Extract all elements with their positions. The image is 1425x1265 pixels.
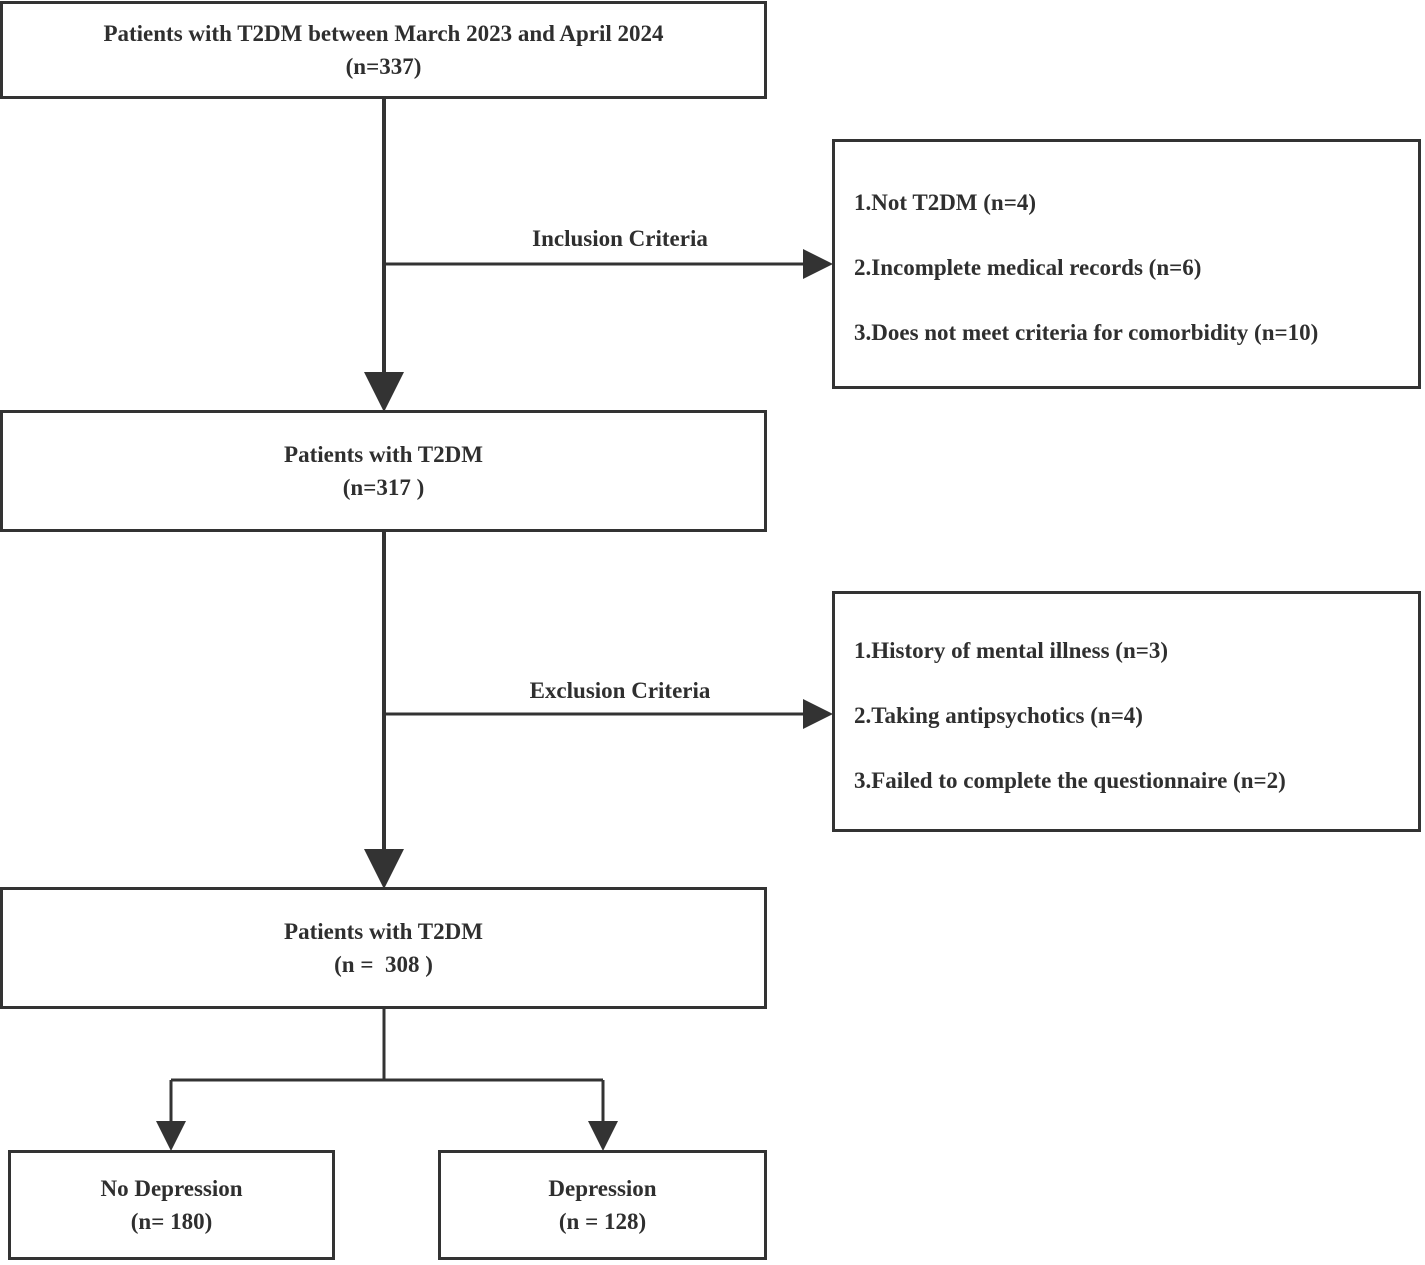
box-no-depression-title: No Depression bbox=[100, 1176, 243, 1201]
box-patients-after-inclusion: Patients with T2DM (n=317 ) bbox=[0, 410, 767, 532]
box-initial-patients-count: (n=337) bbox=[345, 54, 422, 79]
exclusion-item-3: 3.Failed to complete the questionnaire (… bbox=[854, 768, 1286, 793]
inclusion-item-1: 1.Not T2DM (n=4) bbox=[854, 190, 1036, 215]
box-patients-after-inclusion-title: Patients with T2DM bbox=[284, 442, 483, 467]
box-final-patients: Patients with T2DM (n = 308 ) bbox=[0, 887, 767, 1009]
exclusion-criteria-label: Exclusion Criteria bbox=[529, 678, 711, 703]
box-depression-count: (n = 128) bbox=[558, 1209, 647, 1234]
box-initial-patients-title: Patients with T2DM between March 2023 an… bbox=[103, 21, 664, 46]
exclusion-criteria-box: 1.History of mental illness (n=3) 2.Taki… bbox=[832, 591, 1421, 832]
box-depression: Depression (n = 128) bbox=[438, 1150, 767, 1260]
box-initial-patients: Patients with T2DM between March 2023 an… bbox=[0, 1, 767, 99]
box-no-depression-count: (n= 180) bbox=[130, 1209, 213, 1234]
box-patients-after-inclusion-count: (n=317 ) bbox=[342, 475, 425, 500]
inclusion-item-3: 3.Does not meet criteria for comorbidity… bbox=[854, 320, 1319, 345]
inclusion-criteria-label: Inclusion Criteria bbox=[532, 226, 708, 251]
box-depression-title: Depression bbox=[548, 1176, 657, 1201]
inclusion-item-2: 2.Incomplete medical records (n=6) bbox=[854, 255, 1202, 280]
exclusion-item-2: 2.Taking antipsychotics (n=4) bbox=[854, 703, 1143, 728]
box-no-depression: No Depression (n= 180) bbox=[8, 1150, 335, 1260]
box-final-patients-count: (n = 308 ) bbox=[334, 952, 433, 977]
exclusion-item-1: 1.History of mental illness (n=3) bbox=[854, 638, 1169, 663]
box-final-patients-title: Patients with T2DM bbox=[284, 919, 483, 944]
inclusion-criteria-box: 1.Not T2DM (n=4) 2.Incomplete medical re… bbox=[832, 139, 1421, 389]
